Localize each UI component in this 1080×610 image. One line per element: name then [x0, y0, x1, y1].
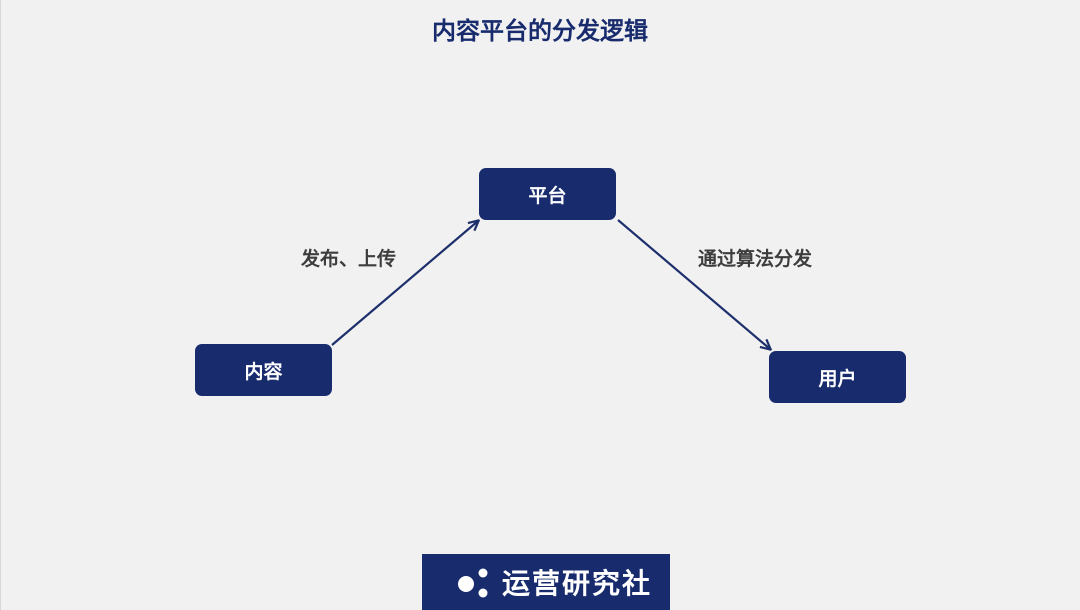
molecule-dots-icon — [458, 568, 488, 598]
page-edge-divider — [0, 0, 1, 610]
edge-label-publish: 发布、上传 — [301, 248, 397, 270]
brand-footer: 运营研究社 — [422, 554, 670, 610]
edge-label-distribute: 通过算法分发 — [698, 248, 813, 270]
arrow-platform-to-user — [617, 219, 770, 349]
diagram-title: 内容平台的分发逻辑 — [432, 17, 648, 45]
brand-name: 运营研究社 — [502, 567, 653, 600]
node-user: 用户 — [769, 351, 906, 403]
node-platform: 平台 — [479, 168, 616, 220]
node-content-label: 内容 — [244, 360, 283, 383]
node-platform-label: 平台 — [528, 184, 567, 207]
arrow-content-to-platform — [331, 221, 478, 346]
node-user-label: 用户 — [818, 367, 857, 390]
node-content: 内容 — [195, 344, 332, 396]
